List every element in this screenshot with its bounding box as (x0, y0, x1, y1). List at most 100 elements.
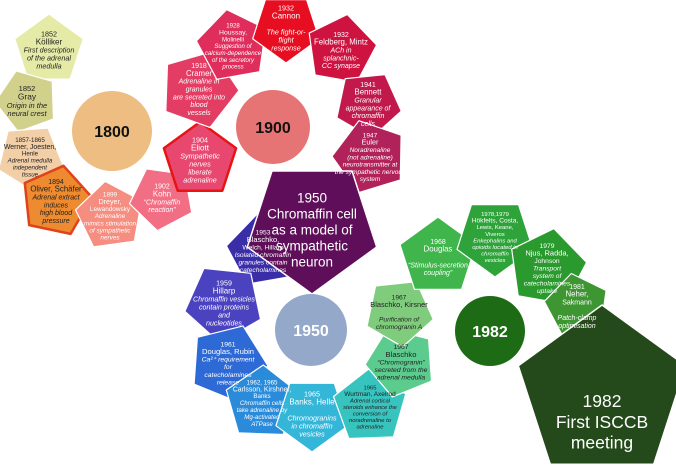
milestone-line: Johnson (534, 258, 560, 265)
milestone-dreyer-1899 (74, 180, 143, 248)
milestone-line: noradrenaline to (349, 418, 392, 424)
milestone-line: Euler (362, 138, 380, 147)
milestone-line: Werner, Joesten, (4, 144, 56, 151)
milestone-line: Carlsson, Kirshner, (233, 386, 292, 393)
milestone-line: adrenaline (356, 425, 384, 431)
milestone-line: of the adrenal (27, 54, 71, 63)
milestone-line: 1967 (393, 344, 408, 351)
milestone-line: 1965 (304, 389, 320, 398)
milestone-line: Gray (18, 91, 37, 101)
highlight-line: 1982 (583, 391, 622, 411)
milestone-line: Henle (22, 151, 39, 158)
milestone-line: Hökfelts, Costa, (472, 218, 519, 225)
milestone-line: “Chromogranin” (377, 359, 425, 366)
milestone-line: Njus, Radda, (525, 248, 568, 257)
milestone-line: Adrenaline (94, 213, 126, 220)
milestone-line: 1918 (191, 63, 207, 70)
milestone-line: Adrenal cortical (349, 399, 391, 405)
milestone-line: Adrenal medulla (7, 158, 53, 165)
milestone-line: vesicles (485, 258, 506, 264)
milestone-line: Houssay, (219, 30, 247, 37)
milestone-line: Banks (253, 393, 270, 400)
milestone-line: 1852 (41, 29, 57, 38)
milestone-line: 1904 (192, 135, 208, 144)
milestone-line: 1932 (278, 3, 294, 12)
milestone-line: pressure (41, 218, 69, 225)
milestone-line: Lewandowsky (90, 206, 131, 213)
milestone-line: vesicles (299, 430, 325, 439)
milestone-line: Douglas, Rubin (202, 347, 254, 356)
milestone-line: Origin in the (7, 101, 47, 110)
milestone-kolliker-1852 (14, 13, 84, 80)
milestone-line: Lewis, Keane, (476, 225, 513, 231)
milestone-line: Enkephalins and (473, 238, 517, 244)
milestone-line: mimics stimulation (84, 220, 137, 227)
milestone-line: flight (278, 36, 294, 45)
highlight-line: 1950 (297, 191, 327, 206)
milestone-line: Banks, Helle (289, 397, 335, 406)
milestone-line: Viveros (485, 232, 505, 238)
milestone-line: tissue (22, 172, 39, 179)
milestone-line: process (221, 64, 243, 71)
milestone-line: steroids enhance the (343, 405, 398, 411)
milestone-line: conversion of (353, 412, 389, 418)
milestone-line: Ca²⁺ requirement (202, 357, 256, 364)
milestone-line: coupling” (424, 270, 453, 277)
era-circle-1900 (236, 90, 310, 164)
milestone-line: blood (190, 102, 208, 109)
milestone-line: 1981 (569, 284, 585, 291)
milestone-line: 1947 (363, 132, 378, 139)
milestone-line: 1962, 1965 (247, 379, 279, 386)
milestone-line: 1961 (220, 341, 235, 348)
milestone-line: ACh in (329, 48, 351, 55)
milestone-line: 1959 (216, 280, 232, 288)
milestone-line: contain proteins (199, 304, 250, 312)
milestone-line: 1979 (540, 243, 555, 250)
era-circle-1982 (455, 296, 525, 366)
milestone-line: (not adrenaline) (347, 154, 393, 161)
milestone-line: Granular (354, 98, 382, 105)
milestone-line: Sympathetic (180, 152, 220, 161)
milestone-line: neurotransmitter at (343, 162, 399, 169)
milestone-line: “Stimulus-secretion (408, 262, 468, 269)
milestone-line: independent (13, 165, 47, 172)
milestone-line: Mg-activated (244, 414, 280, 421)
milestone-line: First description (24, 46, 75, 55)
milestone-line: 1978,1979 (481, 212, 509, 218)
milestone-line: Suggestion of (214, 43, 253, 50)
milestone-line: liberate (188, 168, 212, 177)
milestone-line: Patch-clamp (558, 315, 597, 322)
milestone-line: Bennett (355, 88, 383, 97)
era-circle-1800 (72, 91, 152, 171)
milestone-line: take adrenaline by (237, 407, 288, 414)
milestone-line: for (224, 364, 233, 371)
highlight-line: neuron (291, 254, 333, 269)
milestone-gray-1852 (0, 70, 55, 133)
milestone-feldberg-1932 (308, 13, 378, 84)
milestone-line: 1902 (154, 184, 170, 191)
milestone-line: Noradrenaline (350, 147, 391, 154)
milestone-line: granules (186, 86, 213, 93)
milestone-line: adrenaline (183, 176, 217, 185)
milestone-line: release (217, 379, 240, 386)
highlight-isccb-1982 (517, 304, 676, 465)
milestone-line: chromaffin (481, 252, 509, 258)
milestone-line: Blaschko, Kirsner (370, 300, 428, 309)
